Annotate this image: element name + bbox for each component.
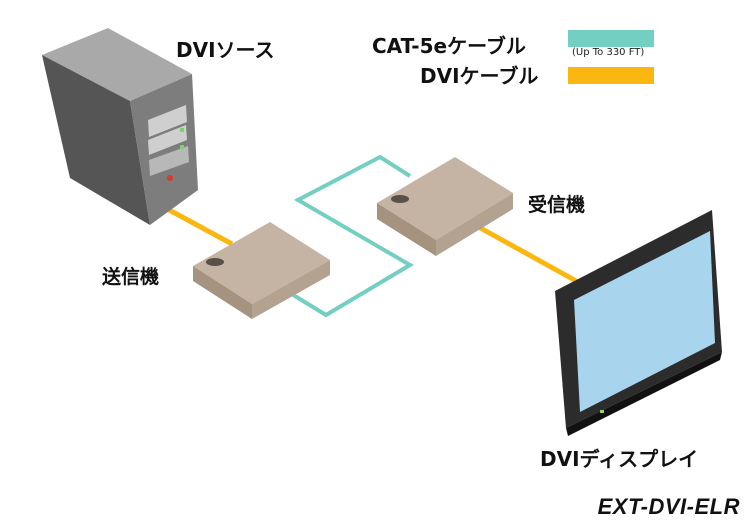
display-label: DVIディスプレイ (540, 447, 699, 471)
cat5e-cable (288, 154, 414, 318)
legend-dvi-swatch (568, 67, 654, 84)
dvi-cable-source (158, 202, 234, 247)
desktop-tower-icon (42, 28, 198, 225)
legend-cat5e-swatch (568, 30, 654, 47)
legend-cat5e-note: (Up To 330 FT) (572, 47, 645, 58)
dvi-cable-display (473, 222, 580, 285)
source-label: DVIソース (176, 38, 275, 62)
lcd-monitor-icon (555, 210, 722, 436)
transmitter-label: 送信機 (102, 266, 160, 288)
model-name: EXT-DVI-ELR (597, 494, 740, 519)
receiver-label: 受信機 (528, 194, 586, 216)
legend-cat5e-label: CAT-5eケーブル (372, 34, 526, 58)
extender-box-icon (377, 157, 513, 256)
legend-dvi-label: DVIケーブル (420, 64, 539, 88)
extender-box-icon (193, 222, 330, 319)
